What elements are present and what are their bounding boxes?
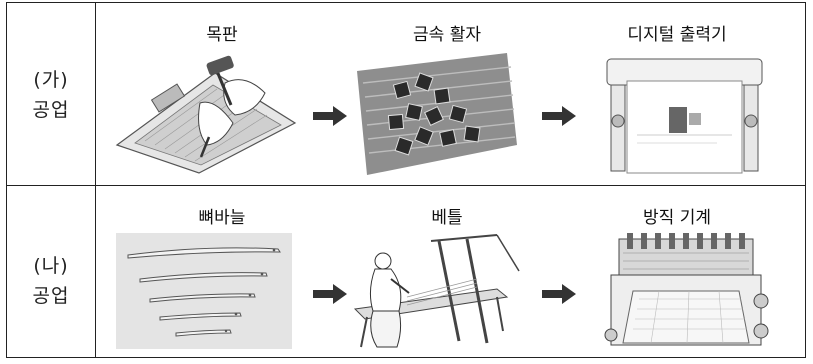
comparison-table: (가) 공업 (나) 공업 목판 금속 활자 디지털 출력기 뼈바늘 베틀 방직… — [6, 2, 806, 358]
loom-image — [353, 234, 520, 348]
caption-bone-needle: 뼈바늘 — [198, 208, 246, 228]
row-b-label: (나) 공업 — [7, 251, 95, 311]
bone-needles-image — [116, 233, 292, 349]
weaving-machine-image — [604, 233, 769, 346]
row-a-marker: (가) — [33, 69, 69, 91]
digital-printer-image — [606, 58, 763, 174]
arrow-right-icon — [313, 284, 347, 304]
column-divider — [95, 3, 96, 357]
metal-type-image — [357, 53, 517, 175]
caption-loom: 베틀 — [431, 208, 463, 228]
caption-weaving-machine: 방직 기계 — [643, 208, 711, 228]
row-a-label: (가) 공업 — [7, 65, 95, 125]
arrow-right-icon — [313, 106, 347, 126]
arrow-right-icon — [542, 106, 576, 126]
caption-digital-printer: 디지털 출력기 — [627, 25, 727, 45]
caption-metal-type: 금속 활자 — [413, 25, 481, 45]
row-b-industry: 공업 — [32, 285, 70, 307]
row-a-industry: 공업 — [32, 99, 70, 121]
row-b-marker: (나) — [33, 255, 69, 277]
woodblock-carving-image — [115, 55, 297, 174]
caption-woodblock: 목판 — [206, 25, 238, 45]
arrow-right-icon — [542, 284, 576, 304]
row-divider — [7, 185, 805, 186]
